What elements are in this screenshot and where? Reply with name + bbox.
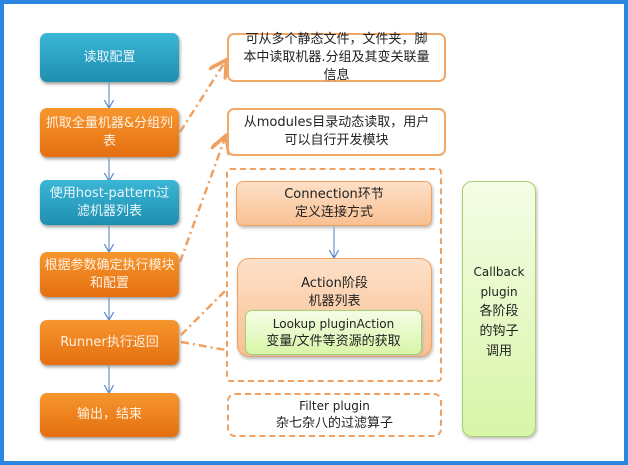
step-runner: Runner执行返回 bbox=[40, 320, 179, 365]
step-fetch-machines: 抓取全量机器&分组列表 bbox=[40, 108, 179, 157]
callback-desc: 各阶段的钩子调用 bbox=[479, 304, 519, 359]
lookup-plugin-box: Lookup pluginAction 变量/文件等资源的获取 bbox=[245, 310, 422, 355]
lookup-desc: 变量/文件等资源的获取 bbox=[266, 333, 401, 349]
action-title: Action阶段 bbox=[301, 276, 368, 291]
callback-title-2: plugin bbox=[480, 285, 518, 299]
note-inventory: 可从多个静态文件，文件夹，脚本中读取机器.分组及其变关联量信息 bbox=[227, 32, 446, 83]
filter-title: Filter plugin bbox=[299, 399, 370, 413]
note-modules: 从modules目录动态读取，用户可以自行开发模块 bbox=[227, 108, 446, 156]
connection-box: Connection环节 定义连接方式 bbox=[236, 181, 432, 226]
step-read-config: 读取配置 bbox=[40, 33, 179, 82]
action-desc: 机器列表 bbox=[308, 294, 361, 309]
step-output: 输出，结束 bbox=[40, 393, 179, 437]
flow-arrows bbox=[109, 82, 334, 392]
runner-container bbox=[226, 168, 442, 382]
step-determine-module: 根据参数确定执行模块和配置 bbox=[40, 252, 179, 297]
filter-desc: 杂七杂八的过滤算子 bbox=[275, 416, 393, 431]
connection-title: Connection环节 bbox=[284, 186, 384, 202]
connection-desc: 定义连接方式 bbox=[294, 204, 373, 220]
callback-plugin-box: Callback plugin 各阶段的钩子调用 bbox=[462, 181, 536, 437]
lookup-title: Lookup pluginAction bbox=[272, 316, 395, 331]
step-host-pattern: 使用host-pattern过滤机器列表 bbox=[40, 180, 179, 225]
filter-plugin-box: Filter plugin 杂七杂八的过滤算子 bbox=[227, 393, 442, 437]
dashed-links bbox=[178, 62, 226, 352]
callback-title-1: Callback bbox=[473, 265, 525, 279]
